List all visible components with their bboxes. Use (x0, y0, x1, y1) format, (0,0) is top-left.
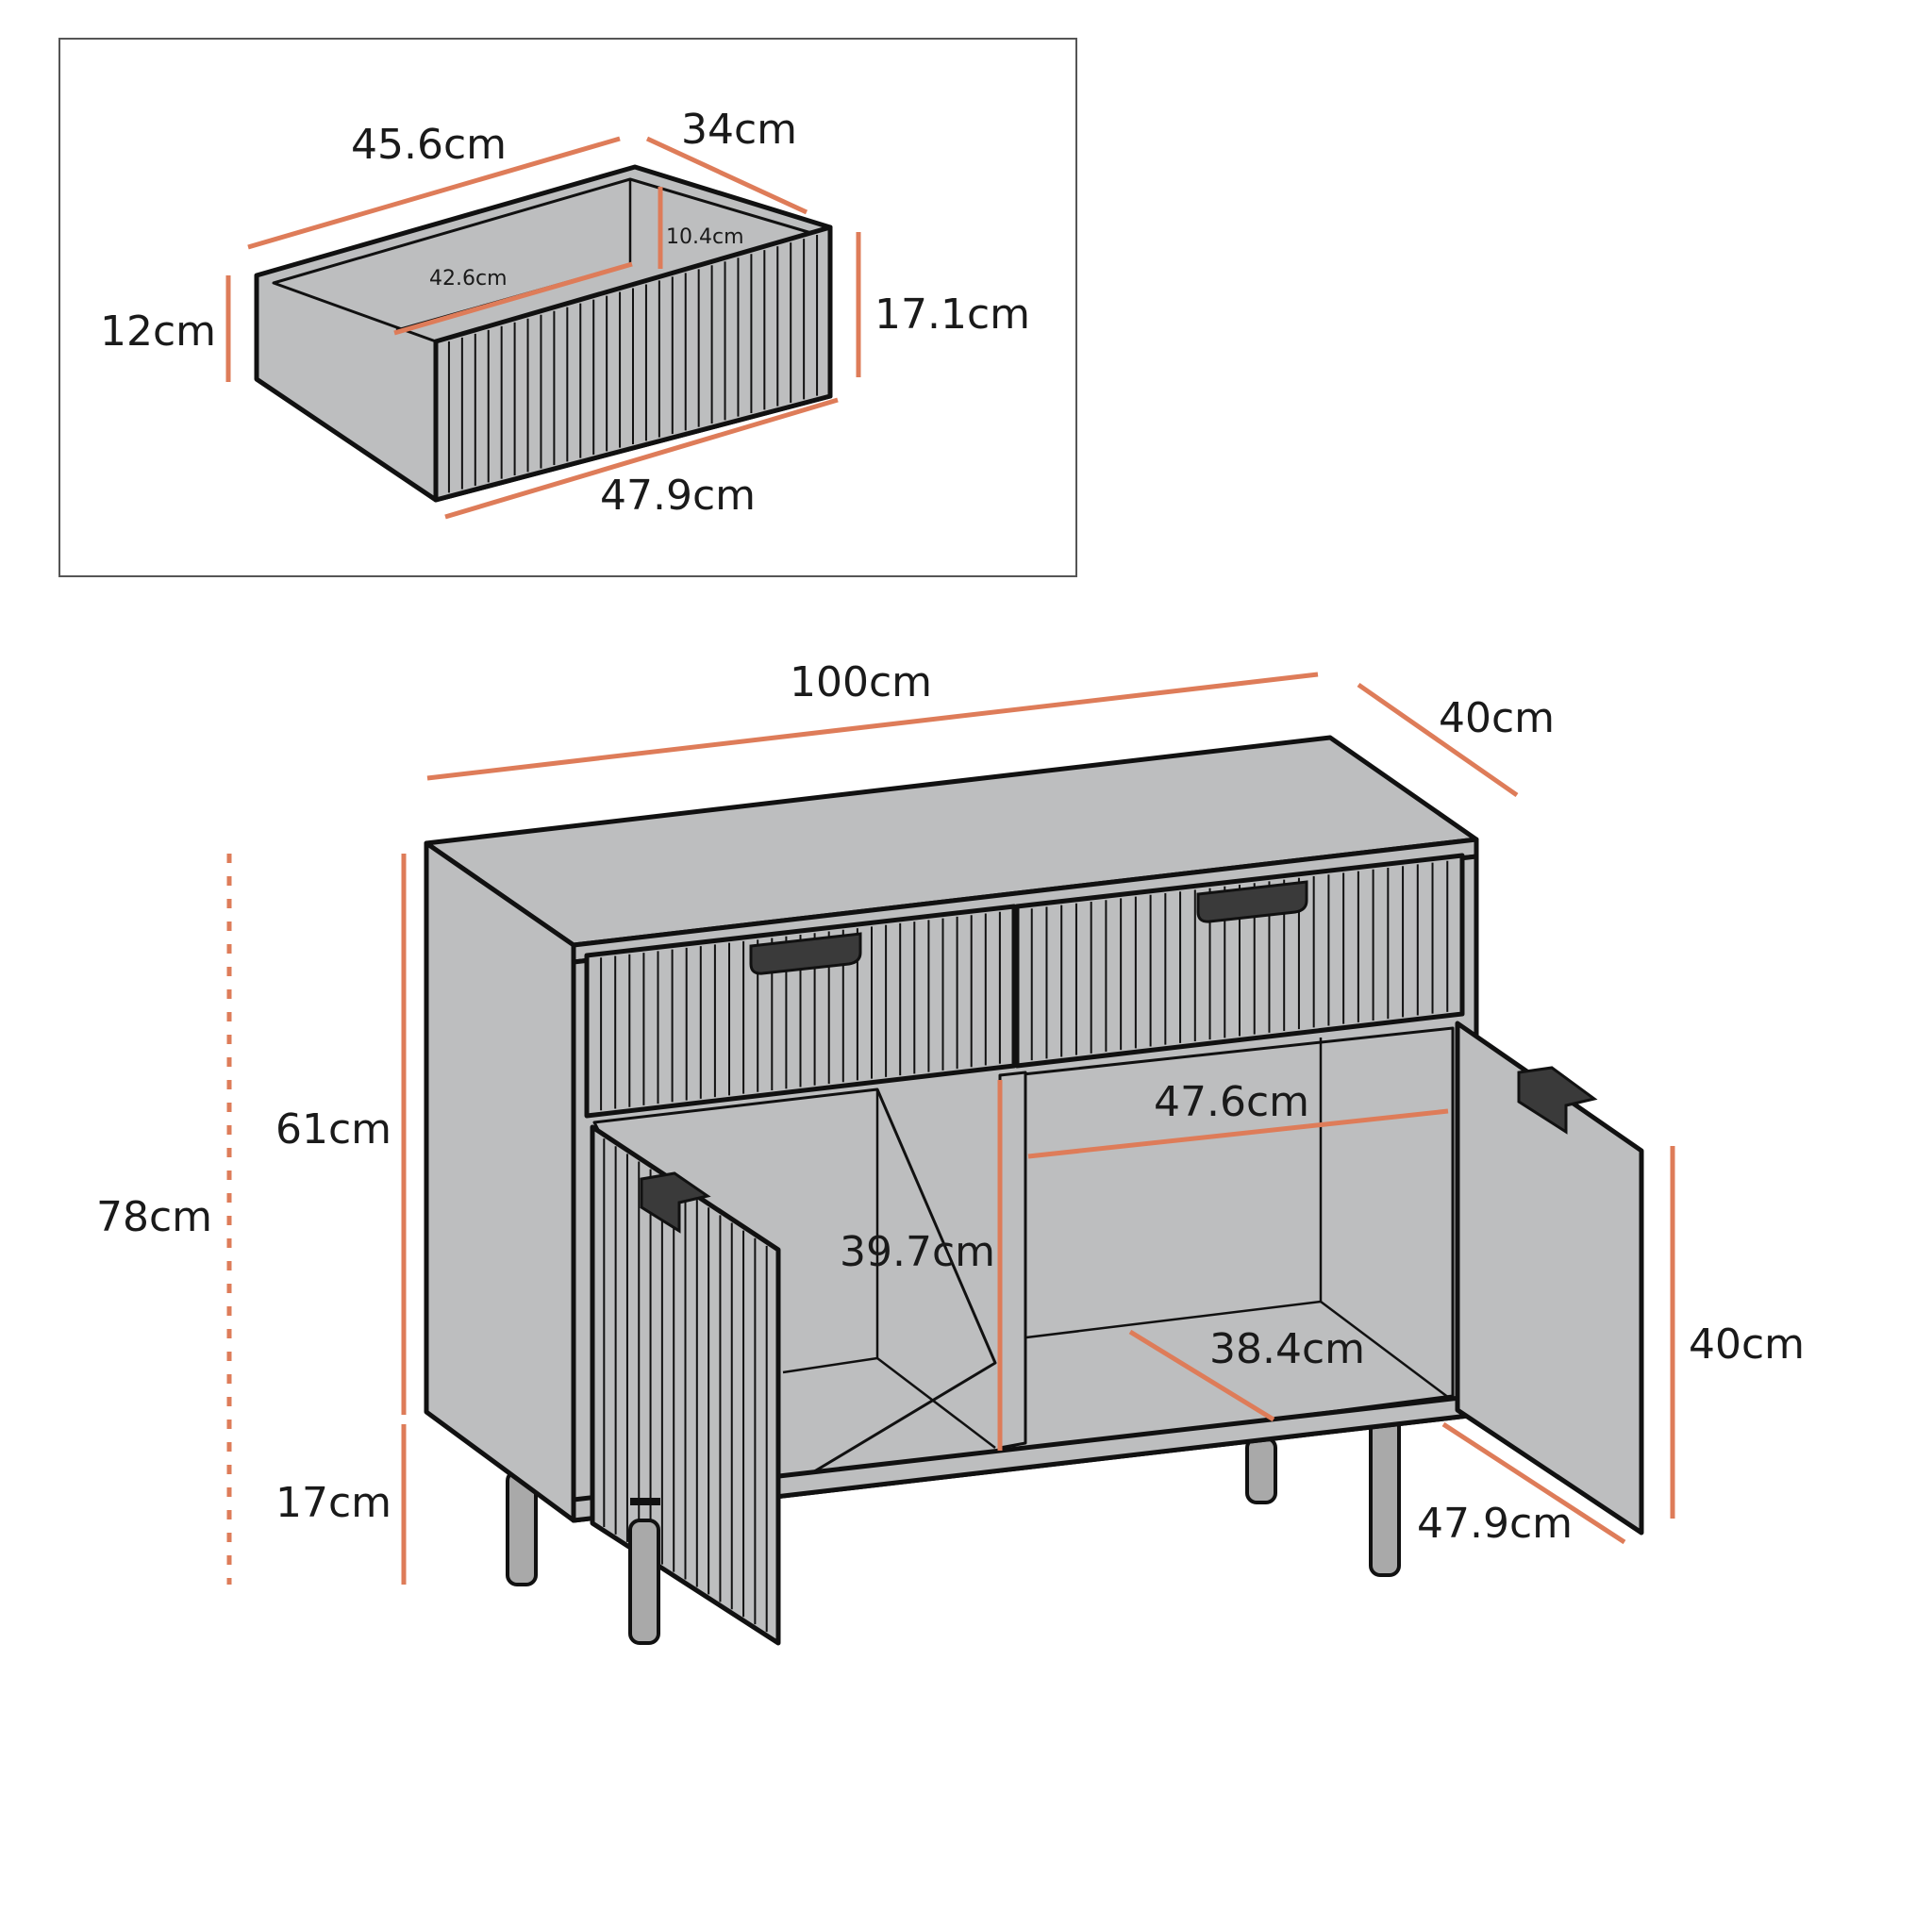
drawer-front-width-label: 47.9cm (600, 472, 756, 520)
compartment-width-line (1027, 1108, 1449, 1159)
sideboard-illustration (424, 735, 1644, 1646)
middle-divider (998, 1071, 1027, 1450)
compartment-depth-label: 38.4cm (1209, 1325, 1365, 1373)
cabinet-depth-line (1357, 682, 1519, 798)
drawer-front-height-label: 17.1cm (874, 291, 1030, 339)
right-door-handle (1517, 1066, 1598, 1135)
door-width-line (1441, 1421, 1626, 1545)
cabinet-width-label: 100cm (790, 658, 932, 706)
drawer-right-handle (1196, 880, 1308, 923)
left-door-handle (640, 1171, 711, 1234)
interior-right-floor (1025, 1300, 1322, 1339)
leg-spacer (630, 1498, 660, 1505)
drawer-width-line (247, 136, 621, 250)
cabinet-width-line (426, 672, 1319, 781)
interior-left-floor-edge (876, 1357, 996, 1449)
drawer-depth-line (645, 136, 808, 215)
door-width-label: 47.9cm (1417, 1500, 1573, 1548)
compartment-depth-line (1128, 1329, 1275, 1422)
drawer-inner-height-label: 10.4cm (666, 225, 744, 249)
drawer-depth-label: 34cm (681, 106, 797, 154)
cabinet-depth-label: 40cm (1439, 694, 1555, 742)
leg-height-label: 17cm (275, 1479, 391, 1527)
leg-back-right (1369, 1413, 1401, 1577)
cabinet-left-side (424, 840, 576, 1523)
door-height-label: 40cm (1689, 1320, 1805, 1369)
drawer-illustration (254, 164, 833, 503)
left-door-flutes (603, 1138, 768, 1633)
drawer-front-flutes (447, 235, 819, 493)
right-door (1455, 1021, 1644, 1536)
drawer-inner-width-line (393, 261, 633, 336)
drawer-fronts-flutes (600, 860, 1449, 1111)
drawer-width-label: 45.6cm (351, 121, 507, 169)
drawer-left-handle (749, 932, 862, 975)
compartment-height-label: 39.7cm (840, 1228, 995, 1276)
interior-right-floor-edge (1320, 1301, 1454, 1402)
total-height-label: 78cm (96, 1193, 212, 1241)
body-height-label: 61cm (275, 1105, 391, 1154)
interior-left-floor (782, 1356, 878, 1374)
leg-back-middle (1245, 1436, 1277, 1504)
drawer-side-height-label: 12cm (100, 307, 216, 356)
leg-front-left (628, 1519, 660, 1645)
drawer-inner-width-label: 42.6cm (429, 267, 508, 291)
compartment-width-label: 47.6cm (1154, 1078, 1309, 1126)
drawer-front-width-line (444, 397, 839, 520)
